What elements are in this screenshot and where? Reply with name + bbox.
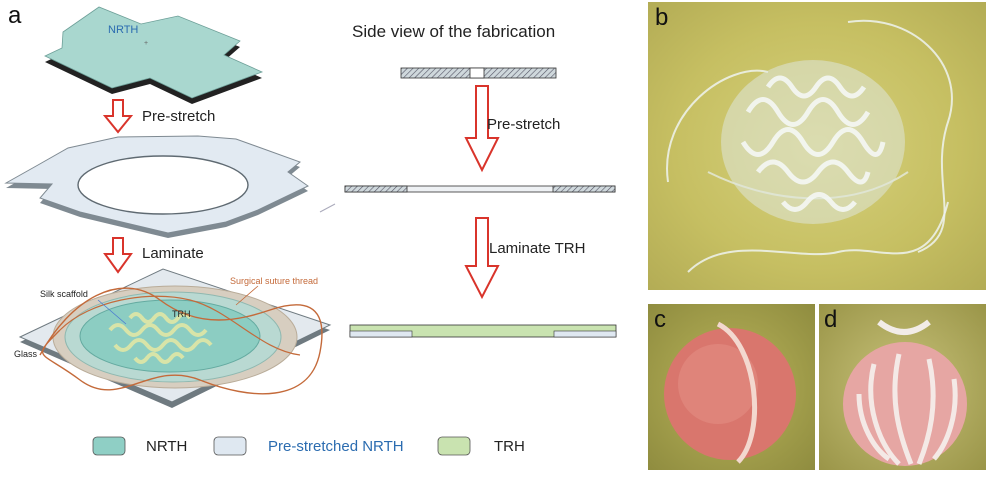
legend-swatch-pre-stretched-nrth	[213, 436, 247, 456]
glass-label: Glass	[14, 349, 38, 359]
svg-text:+: +	[144, 40, 148, 47]
panel-label-a: a	[8, 2, 22, 29]
legend-label-pre-stretched-nrth: Pre-stretched NRTH	[268, 438, 404, 455]
laminated-assembly	[18, 268, 332, 408]
side-pre-stretch-arrow	[464, 85, 500, 173]
side-laminate-arrow	[464, 217, 500, 300]
hydrogel-brain-illustration	[666, 19, 953, 273]
legend-label-nrth: NRTH	[146, 438, 188, 455]
pre-stretched-sheet	[4, 135, 336, 238]
silk-scaffold-label: Silk scaffold	[40, 289, 88, 299]
side-view-stretched	[344, 185, 616, 193]
pre-stretch-label: Pre-stretch	[142, 108, 216, 125]
side-laminate-trh-label: Laminate TRH	[489, 240, 586, 257]
legend-label-trh: TRH	[494, 438, 525, 455]
trh-label: TRH	[172, 309, 191, 319]
panel-label-c: c	[654, 306, 666, 333]
surgical-suture-label: Surgical suture thread	[230, 276, 319, 286]
side-view-laminated	[349, 324, 617, 338]
side-view-initial	[400, 67, 557, 79]
panel-b-photo	[648, 2, 986, 290]
sphere-d-illustration	[843, 319, 967, 466]
nrth-sheet: +	[44, 6, 264, 104]
panel-label-d: d	[824, 306, 838, 333]
legend-swatch-nrth	[92, 436, 126, 456]
nrth-sheet-label: NRTH	[108, 24, 139, 36]
legend-swatch-trh	[437, 436, 471, 456]
side-view-title: Side view of the fabrication	[352, 22, 556, 41]
sphere-c-illustration	[664, 321, 796, 464]
side-pre-stretch-label: Pre-stretch	[487, 116, 561, 133]
laminate-label: Laminate	[142, 245, 204, 262]
panel-c-photo	[648, 304, 815, 470]
panel-label-b: b	[655, 4, 669, 31]
pre-stretch-arrow	[102, 99, 134, 134]
panel-d-photo	[819, 304, 986, 470]
laminate-arrow	[103, 237, 133, 274]
